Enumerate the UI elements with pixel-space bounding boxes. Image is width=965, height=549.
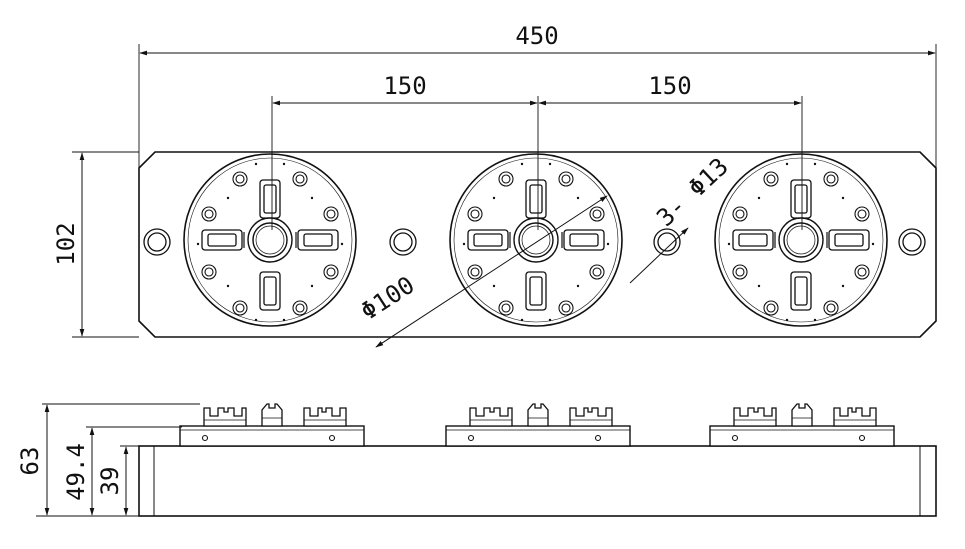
dim-line-d13 — [629, 227, 689, 284]
chuck-top-left — [183, 153, 357, 327]
chuck-side-left — [179, 403, 365, 447]
chuck-side-middle — [445, 403, 631, 447]
chuck-side-right — [709, 403, 895, 447]
chuck-top-right — [714, 153, 888, 327]
dim-total-height: 63 — [16, 447, 44, 476]
dim-line-d100 — [375, 195, 608, 348]
dim-overall-length: 450 — [515, 22, 558, 50]
top-view: 450 150 150 102 Φ100 3- Φ13 — [52, 22, 937, 348]
side-base-plate — [138, 445, 937, 517]
dim-spacing-left: 150 — [383, 72, 426, 100]
dim-mid-height: 49.4 — [62, 443, 90, 501]
chuck-top-middle — [449, 153, 623, 327]
dim-spacing-right: 150 — [648, 72, 691, 100]
side-view: 63 49.4 39 — [16, 403, 937, 517]
dim-base-height: 39 — [96, 467, 124, 496]
dim-plate-height: 102 — [52, 222, 80, 265]
